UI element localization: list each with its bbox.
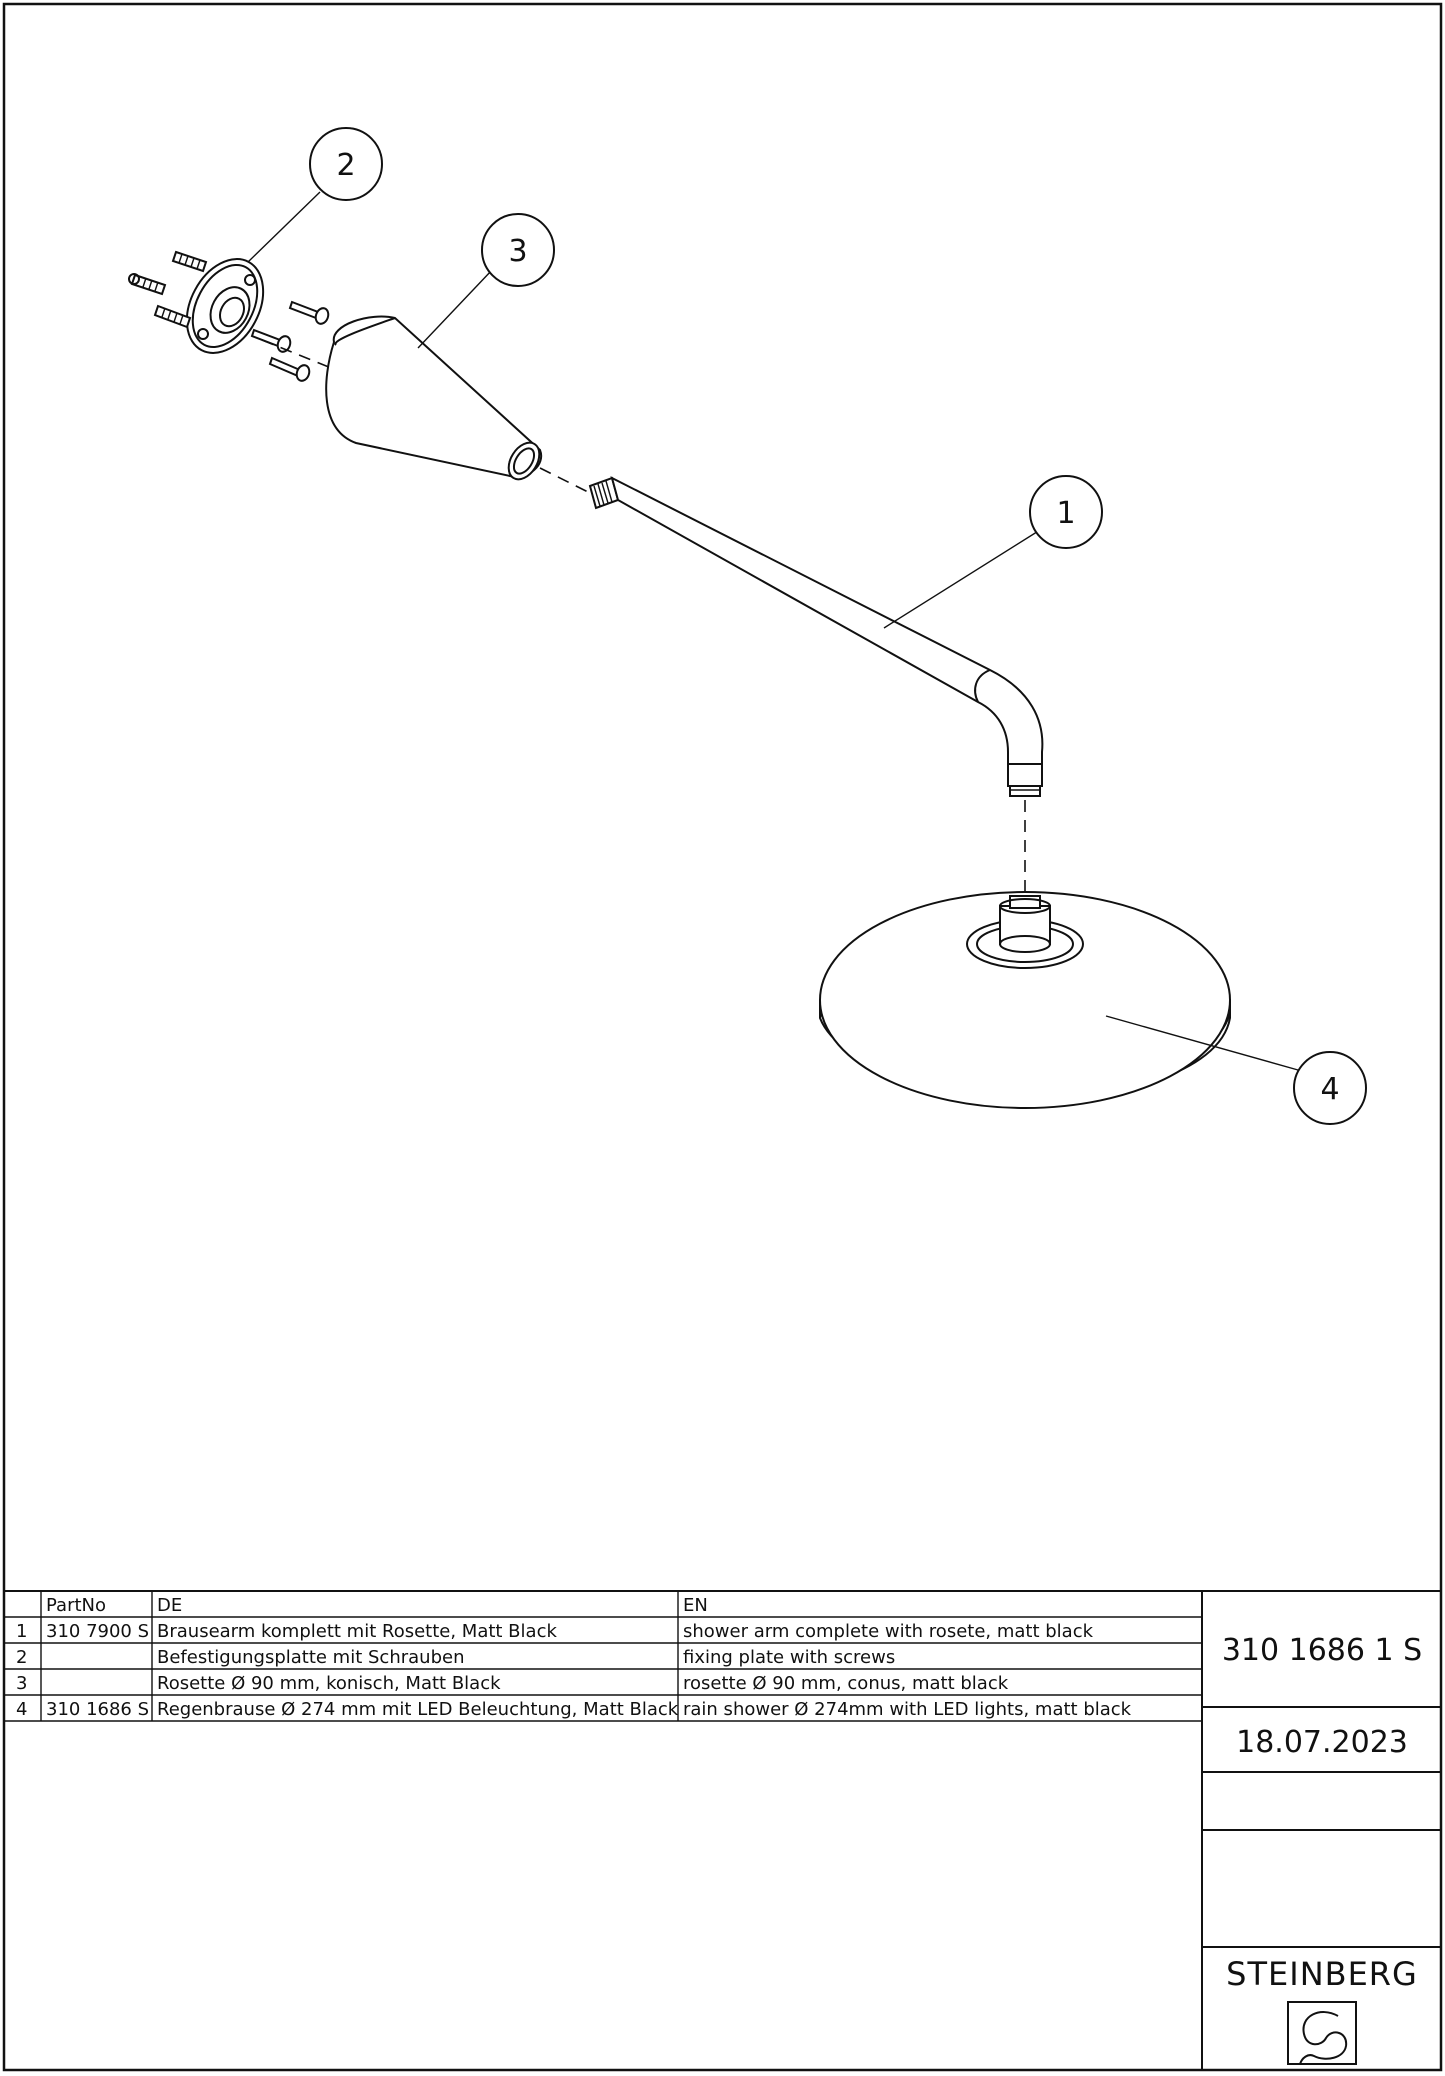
table-row: 4 310 1686 S Regenbrause Ø 274 mm mit LE… [16,1699,1132,1720]
row-index: 3 [16,1673,27,1694]
row-part-no: 310 7900 S [46,1621,149,1642]
parts-table-header: PartNo DE EN [46,1595,708,1616]
callout-1: 1 [883,475,1103,629]
fixing-plate-assembly [128,250,337,382]
callout-1-label: 1 [1056,496,1075,531]
screw [288,300,330,325]
row-en: fixing plate with screws [683,1647,895,1668]
callout-3-label: 3 [508,234,527,269]
callout-4: 4 [1105,1015,1367,1125]
row-de: Brausearm komplett mit Rosette, Matt Bla… [157,1621,557,1642]
title-block: 310 1686 1 S 18.07.2023 STEINBERG [1202,1633,1441,2065]
table-row: 2 Befestigungsplatte mit Schrauben fixin… [16,1647,895,1668]
article-number: 310 1686 1 S [1222,1633,1422,1668]
row-index: 4 [16,1699,27,1720]
row-en: shower arm complete with rosete, matt bl… [683,1621,1094,1642]
row-part-no: 310 1686 S [46,1699,149,1720]
row-en: rosette Ø 90 mm, conus, matt black [683,1673,1009,1694]
exploded-view-drawing: 2 3 1 4 [128,127,1367,1125]
callout-2-label: 2 [336,148,355,183]
wall-dowel [171,250,208,273]
wall-dowel [153,304,192,329]
conical-rosette [325,315,543,481]
screw [268,356,311,382]
steinberg-logo-icon [1287,2001,1357,2065]
callout-3: 3 [417,213,555,349]
row-de: Regenbrause Ø 274 mm mit LED Beleuchtung… [157,1699,679,1720]
drawing-date: 18.07.2023 [1236,1725,1408,1760]
shower-arm [588,476,1044,797]
row-de: Befestigungsplatte mit Schrauben [157,1647,464,1668]
header-en: EN [683,1595,708,1616]
parts-table: PartNo DE EN 1 310 7900 S Brausearm komp… [4,1590,1441,2070]
table-row: 3 Rosette Ø 90 mm, konisch, Matt Black r… [16,1673,1009,1694]
screw [250,328,292,353]
header-part-no: PartNo [46,1595,106,1616]
row-index: 2 [16,1647,27,1668]
table-row: 1 310 7900 S Brausearm komplett mit Rose… [16,1621,1094,1642]
header-de: DE [157,1595,182,1616]
row-de: Rosette Ø 90 mm, konisch, Matt Black [157,1673,501,1694]
callout-2: 2 [247,127,383,263]
callout-4-label: 4 [1320,1072,1339,1107]
rain-shower-head [819,891,1231,1109]
row-en: rain shower Ø 274mm with LED lights, mat… [683,1699,1132,1720]
row-index: 1 [16,1621,27,1642]
brand-name: STEINBERG [1226,1955,1418,1993]
wall-dowel [128,273,167,296]
